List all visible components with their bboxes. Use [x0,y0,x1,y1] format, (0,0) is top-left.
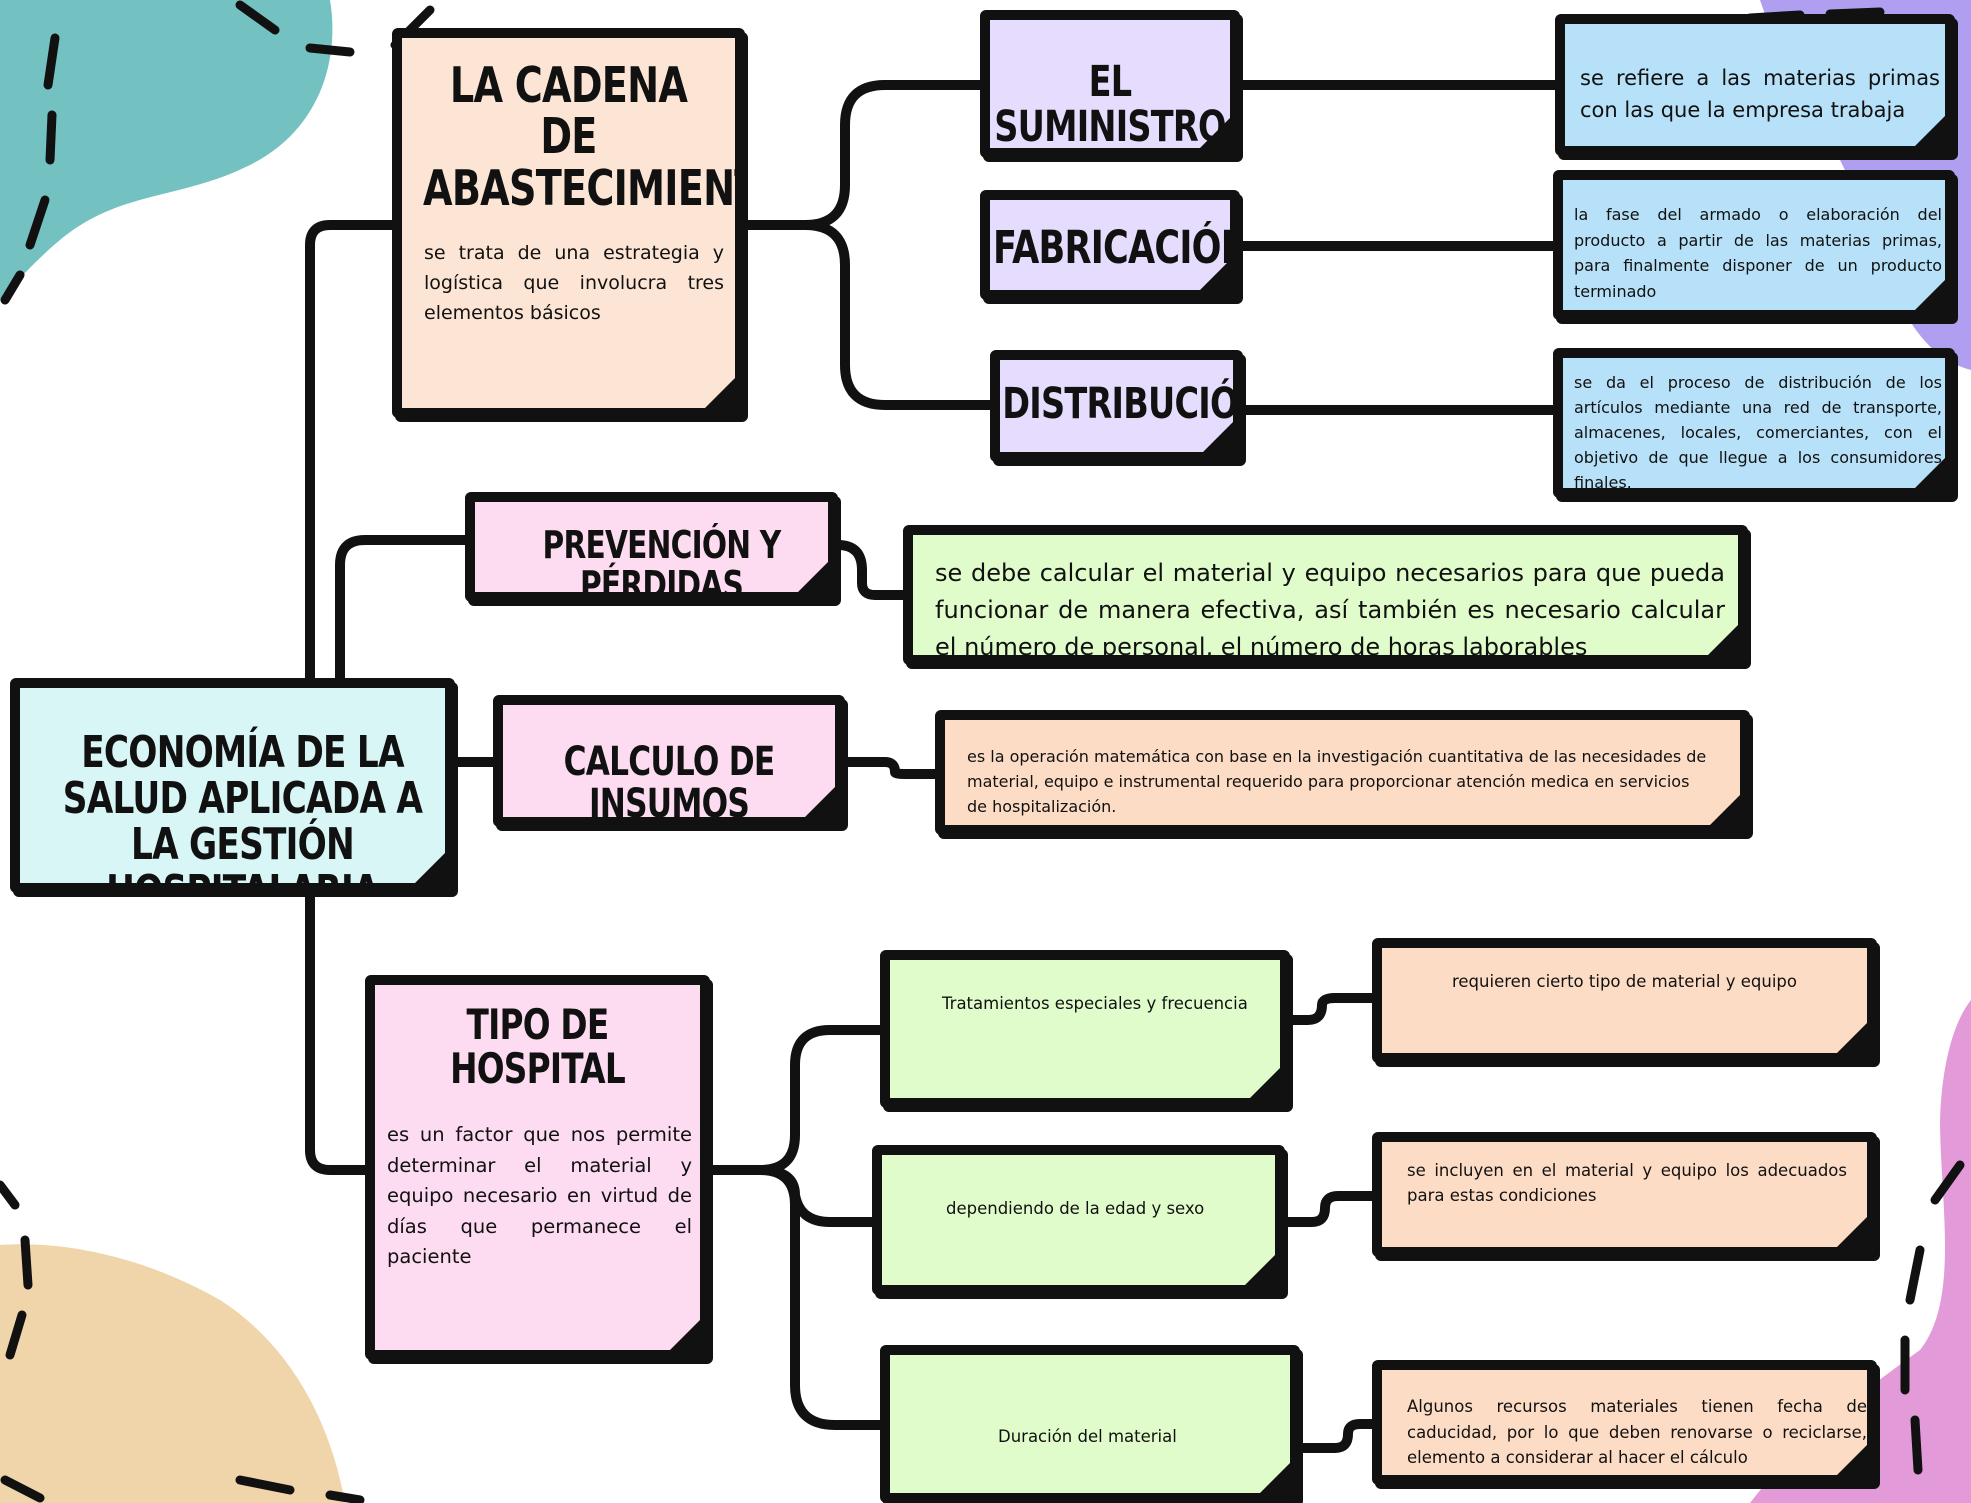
element-title-distribucion: DISTRIBUCIÓN [1002,379,1243,429]
supply-chain-text: se trata de una estrategia y logística q… [424,242,724,324]
factor-node-duration: Duración del material [880,1345,1300,1503]
prevention-detail-text: se debe calcular el material y equipo ne… [935,559,1725,661]
root-title: ECONOMÍA DE LA SALUD APLICADA A LA GESTI… [62,727,423,893]
supply-chain-node: LA CADENA DE ABASTECIMIENTO se trata de … [392,28,745,418]
element-title-suministro: EL SUMINISTRO [994,57,1226,153]
connector-supply-chain-suministro [740,80,985,230]
hospital-type-title: TIPO DE HOSPITAL [450,1000,626,1094]
factor-detail-age-sex: se incluyen en el material y equipo los … [1372,1132,1877,1257]
hospital-type-node: TIPO DE HOSPITAL es un factor que nos pe… [365,975,710,1360]
supplies-node: CALCULO DE INSUMOS [493,695,845,827]
prevention-title: PREVENCIÓN Y PÉRDIDAS [542,523,782,602]
element-detail-suministro: se refiere a las materias primas con las… [1555,14,1955,156]
element-detail-text-suministro: se refiere a las materias primas con las… [1580,66,1940,122]
magenta-blob [1750,1000,1971,1503]
factor-label-treatments: Tratamientos especiales y frecuencia [942,994,1248,1013]
factor-detail-duration: Algunos recursos materiales tienen fecha… [1372,1360,1877,1485]
factor-detail-text-duration: Algunos recursos materiales tienen fecha… [1407,1397,1867,1467]
element-title-fabricacion: FABRICACIÓN [993,221,1240,274]
factor-detail-text-treatments: requieren cierto tipo de material y equi… [1451,972,1797,991]
tan-blob [0,1244,345,1503]
factor-detail-treatments: requieren cierto tipo de material y equi… [1372,938,1877,1063]
element-detail-text-fabricacion: la fase del armado o elaboración del pro… [1574,205,1942,301]
connector-factor-1-detail [1285,993,1377,1025]
element-detail-fabricacion: la fase del armado o elaboración del pro… [1553,170,1955,320]
supply-chain-title: LA CADENA DE ABASTECIMIENTO [423,57,735,217]
supplies-detail-node: es la operación matemática con base en l… [935,710,1750,835]
factor-node-age-sex: dependiendo de la edad y sexo [872,1145,1285,1295]
element-node-suministro: EL SUMINISTRO [980,10,1240,158]
connector-supply-chain-fabricacion [800,220,995,410]
connector-hospital-type-factors [705,1025,885,1430]
root-node: ECONOMÍA DE LA SALUD APLICADA A LA GESTI… [10,678,455,893]
connector-root-hospital-type [305,890,370,1175]
prevention-detail-node: se debe calcular el material y equipo ne… [903,525,1748,665]
teal-blob [0,0,333,300]
connector-root-prevention [335,535,470,683]
connector-prevention-detail [833,540,908,600]
element-node-distribucion: DISTRIBUCIÓN [990,350,1243,462]
connector-factor-2-detail [1280,1191,1377,1227]
factor-label-age-sex: dependiendo de la edad y sexo [946,1199,1205,1218]
supplies-detail-text: es la operación matemática con base en l… [967,747,1707,816]
hospital-type-text: es un factor que nos permite determinar … [387,1123,692,1268]
factor-node-treatments: Tratamientos especiales y frecuencia [880,950,1290,1108]
element-node-fabricacion: FABRICACIÓN [980,190,1240,300]
prevention-node: PREVENCIÓN Y PÉRDIDAS [465,492,838,602]
supplies-title: CALCULO DE INSUMOS [563,739,776,827]
factor-label-duration: Duración del material [998,1427,1177,1446]
element-detail-text-distribucion: se da el proceso de distribución de los … [1574,373,1942,492]
element-detail-distribucion: se da el proceso de distribución de los … [1553,348,1955,498]
factor-detail-text-age-sex: se incluyen en el material y equipo los … [1407,1161,1847,1205]
connector-supplies-detail [840,757,940,779]
connector-factor-3-detail [1295,1419,1377,1453]
connector-root-supply-chain [305,220,397,683]
